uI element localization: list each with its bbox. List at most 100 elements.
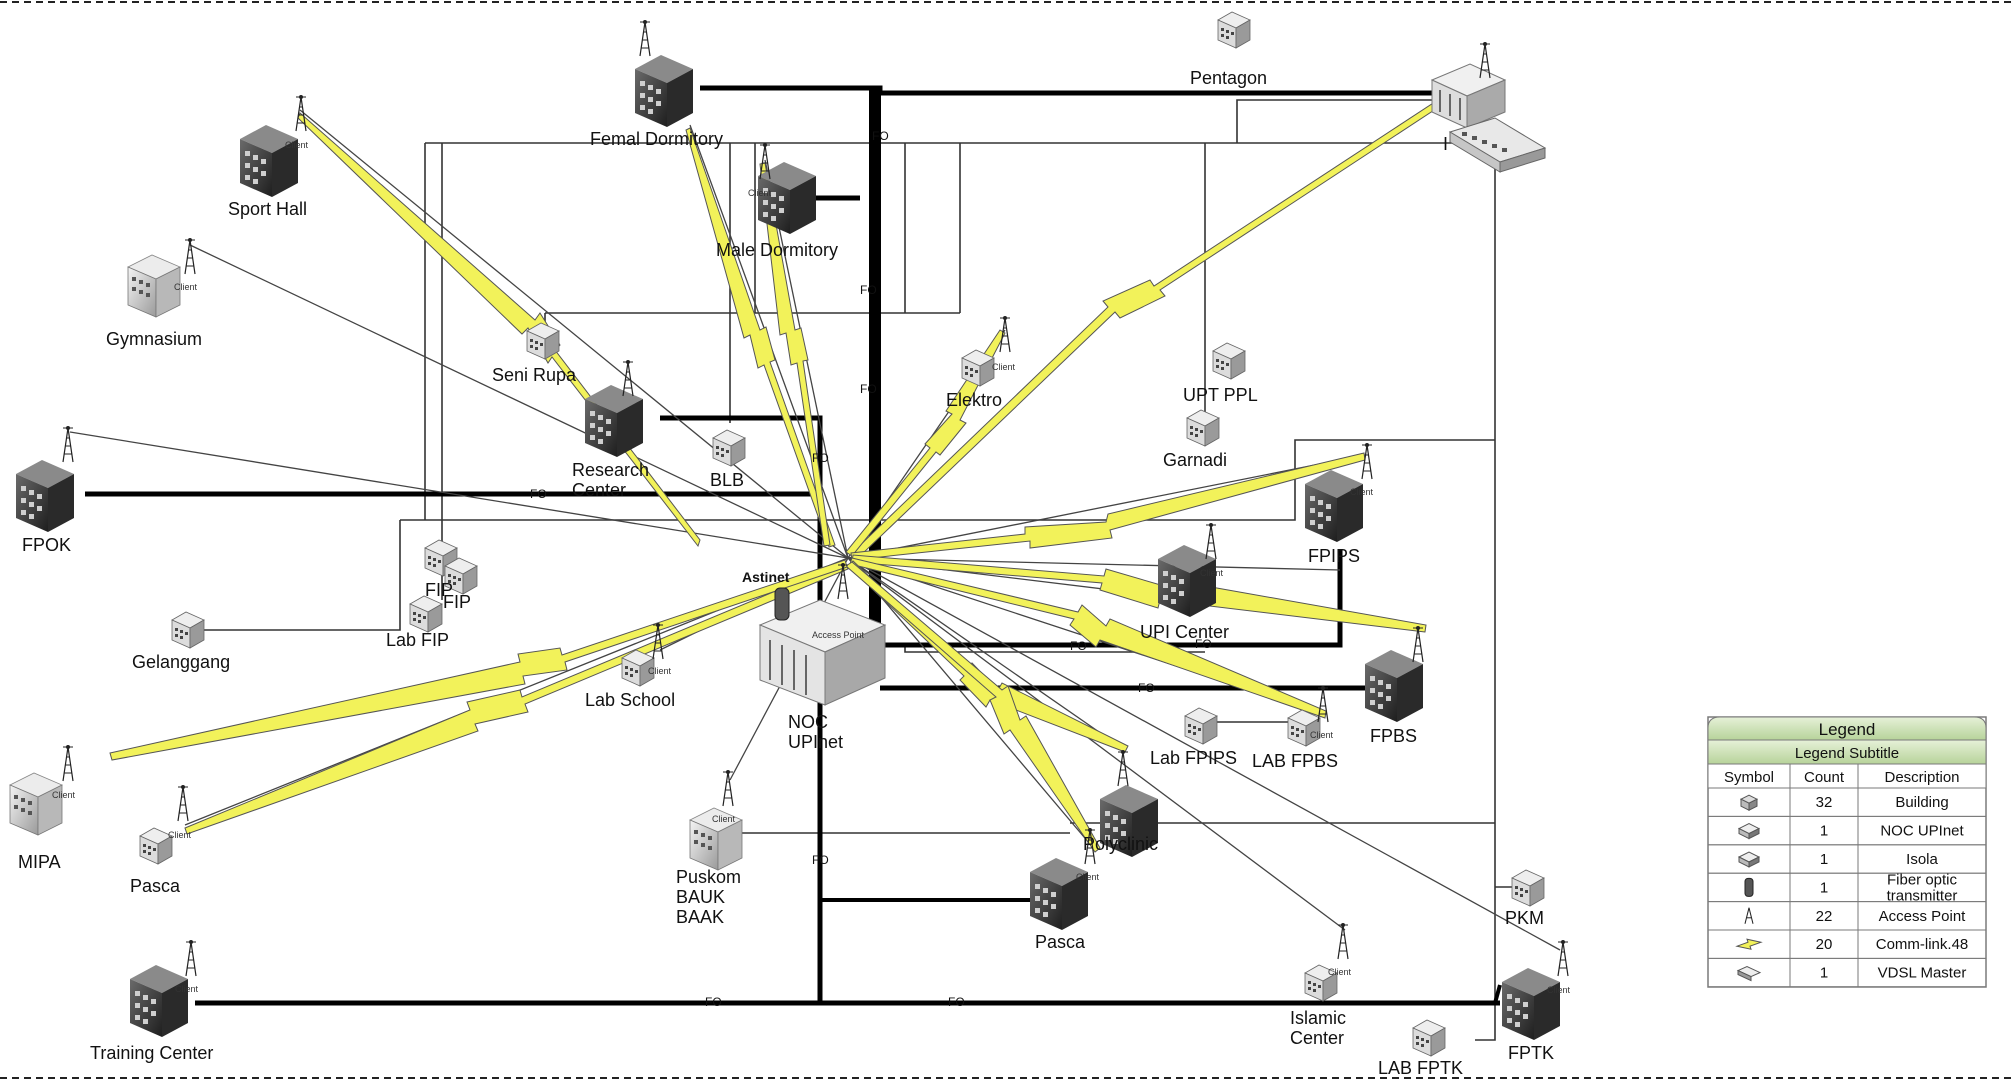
- legend-header-symbol: Symbol: [1724, 769, 1774, 786]
- legend-description-line: NOC UPInet: [1880, 823, 1964, 840]
- node-label: PKM: [1505, 908, 1544, 928]
- node-male-dormitory[interactable]: Client Male Dormitory: [716, 142, 838, 260]
- fo-markers: FO FO FO FO FO FO FO FO FO FO FO: [530, 129, 1212, 1009]
- thin-cables: [185, 99, 1520, 1041]
- legend-header-description: Description: [1884, 769, 1959, 786]
- node-femal-dormitory[interactable]: Femal Dormitory: [590, 19, 723, 149]
- node-gymnasium[interactable]: Client Gymnasium: [106, 237, 202, 349]
- node-lab-fpbs[interactable]: Client LAB FPBS: [1252, 685, 1338, 771]
- client-tag: Client: [1200, 568, 1224, 578]
- legend: Legend Legend Subtitle Symbol Count Desc…: [1707, 716, 1987, 988]
- node-gelanggang[interactable]: Gelanggang: [132, 611, 230, 672]
- node-pkm[interactable]: PKM: [1505, 869, 1545, 928]
- node-label: FPBS: [1370, 726, 1417, 746]
- isola-icon: [1737, 851, 1761, 868]
- access-point-tag: Access Point: [812, 630, 865, 640]
- node-blb[interactable]: BLB: [710, 429, 746, 490]
- node-label: Polyclinic: [1083, 834, 1158, 854]
- node-lab-school[interactable]: Client Lab School: [585, 622, 675, 710]
- node-fpbs[interactable]: FPBS: [1365, 625, 1424, 746]
- node-lab-fip[interactable]: Lab FIP: [386, 595, 449, 650]
- node-lab-fptk[interactable]: LAB FPTK: [1378, 1019, 1463, 1078]
- node-elektro[interactable]: Client Elektro: [946, 315, 1016, 410]
- node-label: Sport Hall: [228, 199, 307, 219]
- fo-marker: FO: [1195, 637, 1212, 651]
- client-tag: Client: [168, 830, 192, 840]
- node-training-center[interactable]: Client Training Center: [90, 939, 213, 1063]
- node-label: Femal Dormitory: [590, 129, 723, 149]
- legend-count: 1: [1820, 879, 1828, 896]
- node-fpok[interactable]: FPOK: [16, 425, 74, 555]
- node-mipa[interactable]: Client MIPA: [9, 744, 76, 872]
- legend-count: 32: [1816, 794, 1833, 811]
- node-label: Pasca: [1035, 932, 1086, 952]
- node-label-line: Research: [572, 460, 649, 480]
- legend-count: 1: [1820, 823, 1828, 840]
- node-label: UPT PPL: [1183, 385, 1258, 405]
- node-lab-fpips[interactable]: Lab FPIPS: [1150, 707, 1237, 768]
- node-label: FPIPS: [1308, 546, 1360, 566]
- fo-marker: FO: [1138, 681, 1155, 695]
- fo-marker: FO: [1070, 639, 1087, 653]
- node-label: FIP: [425, 580, 453, 600]
- node-vdsl-master[interactable]: [1448, 117, 1547, 173]
- vdsl-master-icon: [1736, 966, 1762, 982]
- legend-title: Legend: [1819, 720, 1876, 739]
- node-label-line: Puskom: [676, 867, 741, 887]
- fiber-optic-transmitter-icon: [774, 587, 790, 621]
- node-label: Male Dormitory: [716, 240, 838, 260]
- comm-link-icon: [1735, 938, 1763, 950]
- node-label: LAB FPTK: [1378, 1058, 1463, 1078]
- node-label: Gelanggang: [132, 652, 230, 672]
- client-tag: Client: [748, 188, 772, 198]
- legend-row: [1707, 957, 1987, 988]
- node-upt-ppl[interactable]: UPT PPL: [1183, 342, 1258, 405]
- node-label-line: BAAK: [676, 907, 724, 927]
- fo-marker: FO: [812, 853, 829, 867]
- node-label: FIP: [443, 592, 471, 612]
- legend-count: 22: [1816, 908, 1833, 925]
- astinet-label: Astinet: [742, 569, 790, 585]
- legend-description-line: Fiber optic: [1887, 871, 1958, 888]
- fo-marker: FO: [860, 382, 877, 396]
- node-label-line: Islamic: [1290, 1008, 1346, 1028]
- legend-subtitle: Legend Subtitle: [1795, 745, 1899, 762]
- node-polyclinic[interactable]: Polyclinic: [1083, 749, 1158, 857]
- node-label: Training Center: [90, 1043, 213, 1063]
- node-fip[interactable]: FIP FIP: [424, 539, 478, 612]
- node-label: LAB FPBS: [1252, 751, 1338, 771]
- client-tag: Client: [648, 666, 672, 676]
- fo-marker: FO: [705, 995, 722, 1009]
- client-tag: Client: [285, 140, 309, 150]
- node-pentagon[interactable]: Pentagon: [1190, 11, 1267, 88]
- legend-description-line: Isola: [1906, 851, 1938, 868]
- node-label: FPOK: [22, 535, 71, 555]
- node-isola[interactable]: I: [1430, 41, 1507, 154]
- node-upi-center[interactable]: Client UPI Center: [1140, 522, 1229, 642]
- node-label: FPTK: [1508, 1043, 1554, 1063]
- fiber-optic-transmitter-icon: [1744, 877, 1754, 897]
- legend-description: NOC UPInet: [1880, 823, 1964, 840]
- node-label: Pasca: [130, 876, 181, 896]
- node-label: Lab School: [585, 690, 675, 710]
- client-tag: Client: [1547, 985, 1571, 995]
- legend-count: 1: [1820, 965, 1828, 982]
- node-pasca-mid[interactable]: Client Pasca: [1030, 827, 1100, 952]
- node-fptk[interactable]: Client FPTK: [1502, 939, 1571, 1063]
- node-pasca-left[interactable]: Client Pasca: [130, 784, 192, 896]
- access-point-icon: [1744, 907, 1754, 924]
- node-sport-hall[interactable]: Client Sport Hall: [228, 94, 309, 219]
- node-garnadi[interactable]: Garnadi: [1163, 409, 1227, 470]
- node-label: Garnadi: [1163, 450, 1227, 470]
- node-label-line: Center: [1290, 1028, 1344, 1048]
- client-tag: Client: [1350, 487, 1374, 497]
- node-fpips[interactable]: Client FPIPS: [1305, 442, 1374, 566]
- node-seni-rupa[interactable]: Seni Rupa: [492, 322, 577, 385]
- node-label: Seni Rupa: [492, 365, 577, 385]
